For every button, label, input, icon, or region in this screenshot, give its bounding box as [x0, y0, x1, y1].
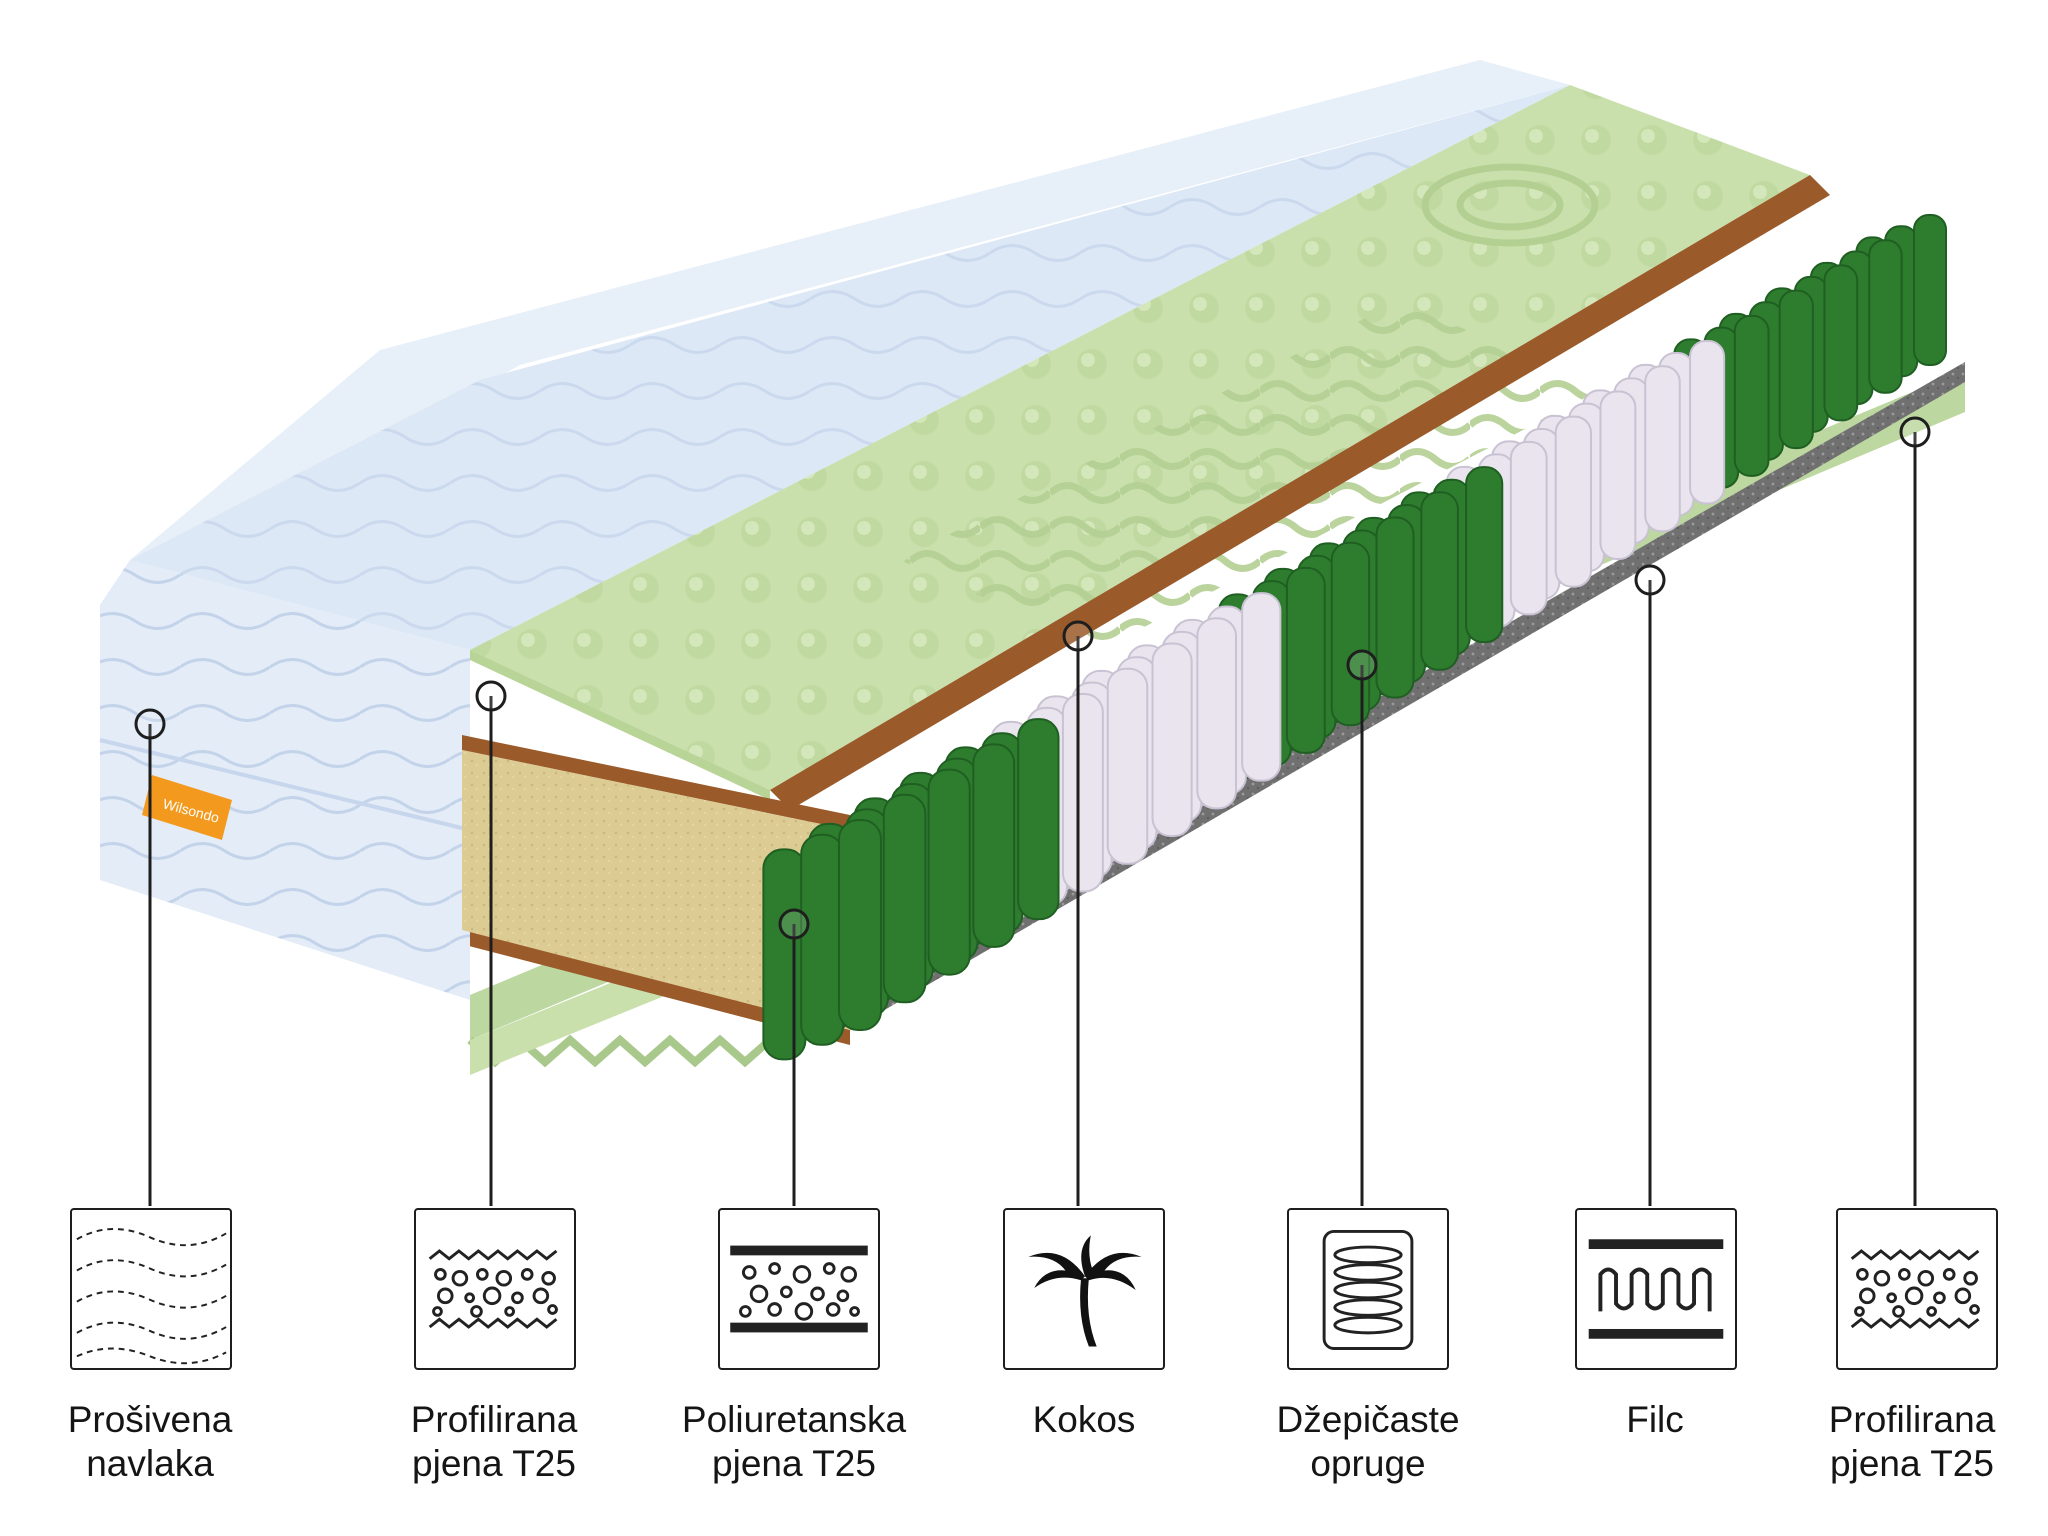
- label-line-2: navlaka: [86, 1443, 214, 1484]
- label-line-2: pjena T25: [712, 1443, 876, 1484]
- label-line-1: Poliuretanska: [681, 1399, 907, 1440]
- marker-profiled-bottom: [1899, 416, 1931, 448]
- label-line-1: Kokos: [1032, 1399, 1136, 1440]
- pocket-spring-icon: [1287, 1208, 1449, 1370]
- spring-pocket: [1733, 314, 1770, 477]
- spring-pocket: [1017, 718, 1060, 921]
- spring-pocket: [1778, 289, 1814, 450]
- callout-lines: [148, 432, 1917, 1206]
- spring-pocket: [927, 768, 971, 976]
- spring-pocket: [1285, 566, 1326, 754]
- spring-pocket: [1823, 264, 1859, 422]
- spring-pocket: [1599, 390, 1637, 560]
- spring-pocket: [838, 819, 882, 1031]
- upper-coconut-front: [462, 735, 850, 830]
- bottom-coconut-layer: [465, 930, 850, 1045]
- label-poly-foam: Poliuretanska pjena T25: [654, 1398, 934, 1486]
- marker-springs: [1346, 649, 1378, 681]
- spring-pocket: [1196, 617, 1238, 810]
- spring-pocket: [1241, 592, 1282, 782]
- spring-pocket: [1509, 440, 1548, 616]
- spring-pocket: [1061, 692, 1104, 893]
- spring-pocket: [1644, 365, 1681, 533]
- marker-profiled-top: [475, 680, 507, 712]
- spring-pocket: [1151, 642, 1193, 838]
- spring-pocket: [800, 833, 845, 1046]
- label-felt: Filc: [1515, 1398, 1795, 1442]
- top-coconut-layer: [770, 175, 1830, 810]
- label-line-1: Prošivena: [67, 1399, 233, 1440]
- label-line-2: pjena T25: [1830, 1443, 1994, 1484]
- label-cover: Prošivena navlaka: [10, 1398, 290, 1486]
- top-profiled-foam: [470, 85, 1810, 800]
- profiled-foam-icon: [414, 1208, 576, 1370]
- spring-pocket: [1689, 340, 1726, 505]
- profiled-foam-icon: [1836, 1208, 1998, 1370]
- spring-pocket: [1554, 415, 1592, 588]
- label-profiled-bottom: Profilirana pjena T25: [1772, 1398, 2048, 1486]
- palm-tree-icon: [1003, 1208, 1165, 1370]
- label-line-1: Profilirana: [410, 1399, 578, 1440]
- polyurethane-foam-icon: [718, 1208, 880, 1370]
- label-profiled-top: Profilirana pjena T25: [354, 1398, 634, 1486]
- marker-cover: [134, 708, 166, 740]
- polyurethane-foam-block: [462, 750, 850, 1030]
- felt-icon: [1575, 1208, 1737, 1370]
- spring-pocket: [1420, 491, 1459, 671]
- label-pocket-springs: Džepičaste opruge: [1228, 1398, 1508, 1486]
- quilted-cover: [99, 60, 1570, 1000]
- marker-coconut: [1062, 620, 1094, 652]
- spring-pocket: [1868, 239, 1903, 394]
- marker-felt: [1634, 564, 1666, 596]
- label-coconut: Kokos: [944, 1398, 1224, 1442]
- spring-pocket: [972, 743, 1016, 948]
- spring-pocket: [1106, 667, 1149, 865]
- label-line-2: opruge: [1310, 1443, 1426, 1484]
- brand-tag: Wilsondo: [142, 775, 232, 840]
- callout-markers: [134, 416, 1931, 940]
- label-line-1: Filc: [1626, 1399, 1684, 1440]
- spring-pocket: [1465, 466, 1504, 644]
- spring-pocket: [882, 793, 927, 1004]
- marker-poly-foam: [778, 908, 810, 940]
- label-line-2: pjena T25: [412, 1443, 576, 1484]
- pocket-springs: [762, 214, 1947, 1061]
- spring-pocket: [1375, 516, 1415, 699]
- spring-pocket: [762, 848, 807, 1061]
- spring-pocket: [1330, 541, 1371, 727]
- spring-pocket: [1913, 214, 1947, 366]
- label-line-1: Džepičaste: [1276, 1399, 1460, 1440]
- label-line-1: Profilirana: [1828, 1399, 1996, 1440]
- quilted-cover-icon: [70, 1208, 232, 1370]
